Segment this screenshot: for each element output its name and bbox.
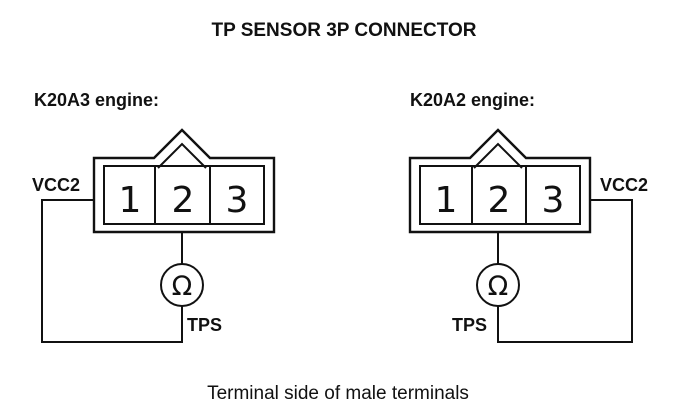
left-connector-housing bbox=[92, 128, 276, 234]
right-ohm-symbol: Ω bbox=[488, 271, 509, 302]
diagram-title: TP SENSOR 3P CONNECTOR bbox=[211, 20, 476, 41]
right-wire-vcc2 bbox=[497, 199, 633, 343]
right-connector-housing bbox=[408, 128, 592, 234]
right-tps-label: TPS bbox=[452, 315, 487, 335]
right-pin-frame bbox=[419, 165, 581, 225]
right-connector-group: K20A2 engine: 1 2 3 VCC2 Ω TPS bbox=[408, 90, 648, 343]
left-pin-3: 3 bbox=[226, 180, 249, 221]
right-pin-2: 2 bbox=[488, 180, 511, 221]
left-ohmmeter-icon bbox=[160, 263, 204, 307]
right-connector-latch bbox=[473, 142, 523, 169]
left-vcc2-label: VCC2 bbox=[32, 175, 80, 195]
right-vcc2-label: VCC2 bbox=[600, 175, 648, 195]
left-pin-2: 2 bbox=[172, 180, 195, 221]
left-pin-1: 1 bbox=[119, 180, 142, 221]
left-ohm-symbol: Ω bbox=[172, 271, 193, 302]
right-pin-1: 1 bbox=[435, 180, 458, 221]
left-engine-label: K20A3 engine: bbox=[34, 90, 159, 110]
left-wire-vcc2 bbox=[41, 199, 183, 343]
right-ohmmeter-icon bbox=[476, 263, 520, 307]
left-tps-label: TPS bbox=[187, 315, 222, 335]
left-pin-frame bbox=[103, 165, 265, 225]
left-connector-group: K20A3 engine: 1 2 3 VCC2 Ω TPS bbox=[32, 90, 276, 343]
right-pin-3: 3 bbox=[542, 180, 565, 221]
right-engine-label: K20A2 engine: bbox=[410, 90, 535, 110]
diagram-caption: Terminal side of male terminals bbox=[207, 383, 469, 404]
left-connector-latch bbox=[157, 142, 207, 169]
